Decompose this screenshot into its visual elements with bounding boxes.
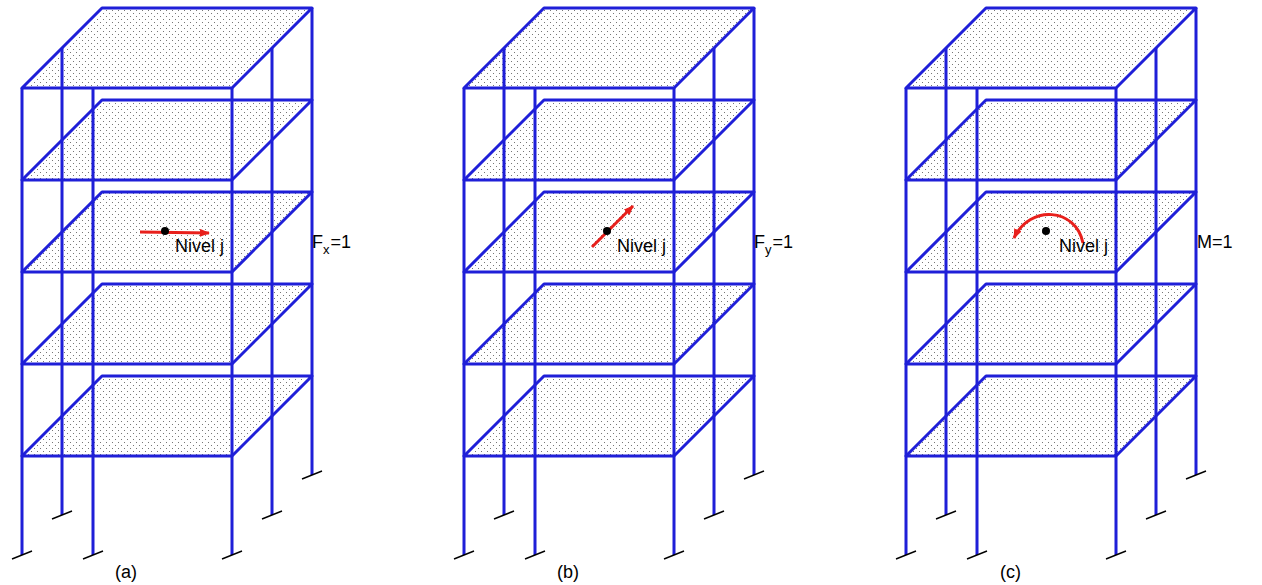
fixed-support bbox=[302, 471, 322, 479]
column bbox=[673, 88, 676, 555]
force-arrow bbox=[140, 232, 209, 233]
column bbox=[271, 48, 274, 515]
fixed-support bbox=[12, 551, 32, 559]
column bbox=[92, 88, 95, 555]
frame-building bbox=[12, 8, 322, 559]
column bbox=[713, 48, 716, 515]
column bbox=[503, 48, 506, 515]
force-value: =1 bbox=[331, 233, 352, 251]
slab-outline bbox=[22, 192, 312, 272]
floor-slab bbox=[22, 284, 312, 364]
fixed-support bbox=[525, 551, 545, 559]
level-label: Nivel j bbox=[175, 237, 224, 255]
fixed-support bbox=[83, 551, 103, 559]
slab-outline bbox=[906, 8, 1196, 88]
column bbox=[976, 88, 979, 555]
fixed-support bbox=[494, 511, 514, 519]
floor-slab bbox=[906, 8, 1196, 88]
column bbox=[61, 48, 64, 515]
slab-outline bbox=[22, 100, 312, 180]
slab-outline bbox=[464, 284, 754, 364]
floor-slab bbox=[22, 8, 312, 88]
fixed-support bbox=[1106, 551, 1126, 559]
force-symbol: F bbox=[754, 233, 765, 251]
floor-slab bbox=[906, 100, 1196, 180]
force-symbol: F bbox=[312, 233, 323, 251]
slab-outline bbox=[464, 100, 754, 180]
fixed-support bbox=[704, 511, 724, 519]
floor-slab bbox=[906, 284, 1196, 364]
load-point bbox=[1042, 227, 1050, 235]
frame-building bbox=[896, 8, 1206, 559]
column bbox=[1155, 48, 1158, 515]
moment-label: M=1 bbox=[1197, 233, 1233, 251]
load-point bbox=[603, 227, 611, 235]
fixed-support bbox=[262, 511, 282, 519]
slab-outline bbox=[464, 376, 754, 456]
floor-slab bbox=[464, 284, 754, 364]
column bbox=[534, 88, 537, 555]
fixed-support bbox=[664, 551, 684, 559]
floor-slab bbox=[464, 8, 754, 88]
panel-letter: (b) bbox=[557, 563, 579, 581]
column bbox=[945, 48, 948, 515]
floor-slab bbox=[464, 376, 754, 456]
floor-slab bbox=[22, 100, 312, 180]
fixed-support bbox=[936, 511, 956, 519]
fixed-support bbox=[454, 551, 474, 559]
floor-slab bbox=[22, 192, 312, 272]
fixed-support bbox=[222, 551, 242, 559]
slab-outline bbox=[464, 192, 754, 272]
fixed-support bbox=[967, 551, 987, 559]
slab-outline bbox=[906, 284, 1196, 364]
slab-outline bbox=[906, 192, 1196, 272]
load-point bbox=[161, 227, 169, 235]
fixed-support bbox=[896, 551, 916, 559]
slab-outline bbox=[22, 8, 312, 88]
panel-letter: (a) bbox=[115, 563, 137, 581]
frame-building bbox=[454, 8, 764, 559]
floor-slab bbox=[464, 100, 754, 180]
column bbox=[231, 88, 234, 555]
fixed-support bbox=[1146, 511, 1166, 519]
force-value: =1 bbox=[773, 233, 794, 251]
fixed-support bbox=[744, 471, 764, 479]
column bbox=[21, 88, 24, 555]
fixed-support bbox=[1186, 471, 1206, 479]
slab-outline bbox=[464, 8, 754, 88]
column bbox=[1115, 88, 1118, 555]
floor-slab bbox=[464, 192, 754, 272]
column bbox=[905, 88, 908, 555]
floor-slab bbox=[906, 192, 1196, 272]
floor-slab bbox=[22, 376, 312, 456]
floor-slab bbox=[906, 376, 1196, 456]
fixed-support bbox=[52, 511, 72, 519]
slab-outline bbox=[22, 284, 312, 364]
subscript: x bbox=[323, 243, 330, 256]
slab-outline bbox=[22, 376, 312, 456]
slab-outline bbox=[906, 376, 1196, 456]
panel-letter: (c) bbox=[1000, 563, 1021, 581]
slab-outline bbox=[906, 100, 1196, 180]
column bbox=[463, 88, 466, 555]
subscript: y bbox=[765, 243, 772, 256]
level-label: Nivel j bbox=[617, 237, 666, 255]
level-label: Nivel j bbox=[1059, 237, 1108, 255]
